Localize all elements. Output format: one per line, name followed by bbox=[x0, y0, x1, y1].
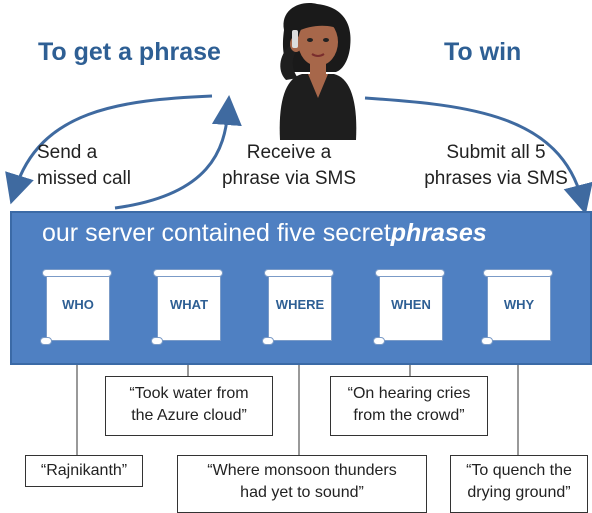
step-missed-call: Send a missed call bbox=[37, 140, 131, 192]
scroll-when: WHEN bbox=[373, 269, 447, 345]
arrow-submit-phrases bbox=[364, 96, 592, 215]
answer-who-line-1: “Rajnikanth” bbox=[40, 462, 128, 479]
server-panel: our server contained five secretphrases … bbox=[10, 211, 592, 365]
heading-get-phrase: To get a phrase bbox=[38, 38, 221, 66]
answer-where-line-2: had yet to sound” bbox=[240, 484, 364, 501]
answer-why-line-2: drying ground” bbox=[467, 484, 571, 501]
answer-what-line-1: “Took water from bbox=[129, 385, 249, 402]
step-missed-call-line-2: missed call bbox=[37, 168, 131, 189]
step-submit-phrases: Submit all 5 phrases via SMS bbox=[411, 140, 581, 192]
step-receive-line-1: Receive a bbox=[246, 142, 332, 163]
answer-where: “Where monsoon thunders had yet to sound… bbox=[177, 455, 427, 513]
scroll-why-label: WHY bbox=[503, 297, 535, 312]
answer-where-line-1: “Where monsoon thunders bbox=[207, 462, 397, 479]
step-submit-line-1: Submit all 5 bbox=[446, 142, 546, 163]
scroll-where: WHERE bbox=[262, 269, 336, 345]
scroll-who: WHO bbox=[40, 269, 114, 345]
scroll-why: WHY bbox=[481, 269, 555, 345]
scroll-what: WHAT bbox=[151, 269, 225, 345]
woman-on-phone-icon bbox=[279, 3, 357, 140]
heading-win: To win bbox=[444, 38, 522, 66]
step-submit-line-2: phrases via SMS bbox=[424, 168, 568, 189]
answer-what-line-2: the Azure cloud” bbox=[131, 407, 247, 424]
server-title-emph: phrases bbox=[390, 219, 487, 247]
answer-what: “Took water from the Azure cloud” bbox=[105, 376, 273, 436]
answer-when: “On hearing cries from the crowd” bbox=[330, 376, 488, 436]
scroll-where-label: WHERE bbox=[275, 297, 325, 312]
answer-when-line-2: from the crowd” bbox=[353, 407, 465, 424]
answer-who: “Rajnikanth” bbox=[25, 455, 143, 487]
answer-when-line-1: “On hearing cries bbox=[347, 385, 471, 402]
step-missed-call-line-1: Send a bbox=[37, 142, 98, 163]
scroll-who-label: WHO bbox=[62, 297, 94, 312]
answer-why-line-1: “To quench the bbox=[466, 462, 572, 479]
scroll-what-label: WHAT bbox=[169, 297, 209, 312]
step-receive-line-2: phrase via SMS bbox=[221, 168, 357, 189]
arrow-missed-call bbox=[5, 94, 213, 205]
server-title-prefix: our server contained five secret bbox=[42, 219, 391, 247]
step-receive-phrase: Receive a phrase via SMS bbox=[214, 140, 364, 192]
answer-why: “To quench the drying ground” bbox=[450, 455, 588, 513]
server-panel-title: our server contained five secretphrases bbox=[42, 219, 487, 248]
scroll-when-label: WHEN bbox=[391, 297, 431, 312]
arrow-receive-phrase bbox=[114, 95, 242, 210]
